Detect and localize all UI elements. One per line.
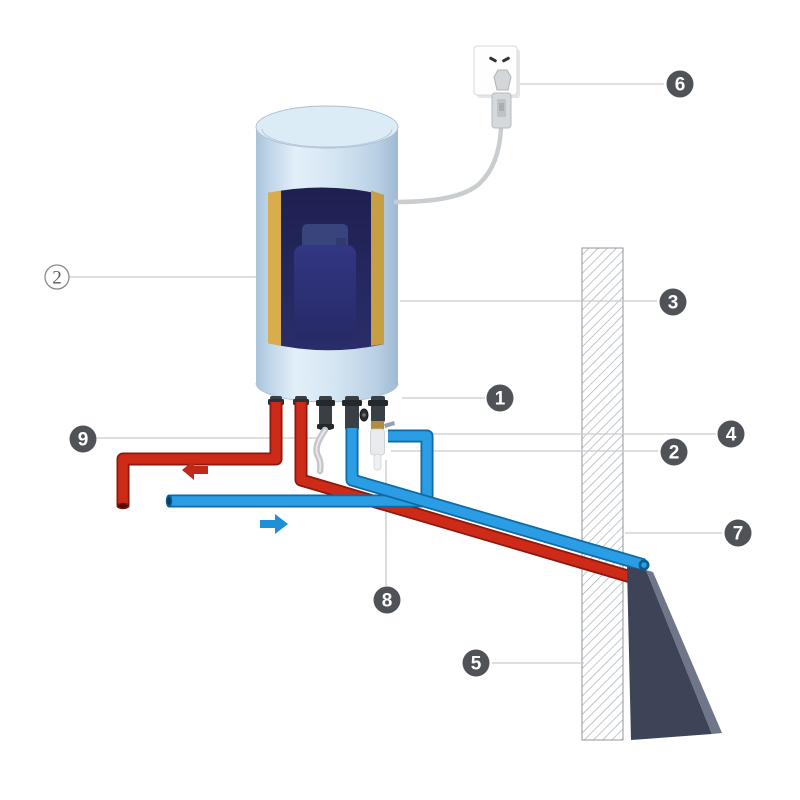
relief-lever	[384, 421, 395, 428]
callout-6-label: 6	[675, 75, 686, 96]
callout-3: 3	[659, 288, 687, 316]
callout-2-left-label: 2	[52, 268, 62, 289]
outlet-slot-left	[489, 56, 497, 63]
top-cap-seam	[261, 128, 393, 148]
inner-tank	[294, 245, 356, 339]
callouts: 2 1 2 3 4 5 6 7	[44, 70, 752, 677]
power-cord	[393, 125, 504, 205]
callout-2-right-label: 2	[669, 443, 680, 464]
inner-tank-nub	[336, 238, 346, 246]
drain-valve	[313, 396, 335, 475]
insulation-right	[371, 190, 384, 346]
plug-detail-inner	[499, 103, 504, 111]
cold-inlet-valve	[342, 396, 369, 430]
callout-4: 4	[717, 420, 745, 448]
wall	[581, 247, 624, 741]
callout-7: 7	[724, 519, 752, 547]
outlet-slot-right	[502, 56, 510, 63]
callout-5-label: 5	[471, 654, 482, 675]
insulation-left	[268, 190, 281, 346]
wedge-front-face	[627, 567, 712, 740]
callout-4-label: 4	[726, 425, 737, 446]
callout-2-left: 2	[44, 264, 70, 290]
brass-fitting	[371, 421, 384, 429]
plug-knob	[493, 69, 512, 91]
water-heater	[255, 105, 399, 403]
power-outlet	[473, 45, 520, 129]
support-wedge	[627, 567, 722, 740]
callout-8: 8	[373, 586, 401, 614]
hot-pipe-to-wall	[296, 402, 633, 582]
cold-flow-arrow-right	[260, 514, 288, 534]
callout-9: 9	[69, 425, 97, 453]
callout-5: 5	[462, 649, 490, 677]
cold-pipe-to-wall	[347, 428, 646, 570]
outlet-plate	[473, 45, 518, 96]
cold-supply-pipe	[170, 431, 432, 506]
callout-3-label: 3	[668, 293, 679, 314]
safety-relief-valve	[368, 396, 395, 471]
drain-spout-highlight	[315, 429, 326, 472]
heater-top-cap	[255, 105, 399, 149]
callout-7-label: 7	[733, 524, 744, 545]
callout-9-label: 9	[78, 430, 89, 451]
cutaway-section	[268, 187, 384, 351]
hot-water-pipes	[116, 402, 633, 584]
hot-pipe-left	[118, 402, 281, 505]
callout-6: 6	[666, 70, 694, 98]
cold-water-pipes	[165, 428, 646, 572]
callout-1-label: 1	[495, 389, 506, 410]
wedge-side-face	[646, 570, 722, 734]
callout-8-label: 8	[382, 591, 393, 612]
callout-1: 1	[486, 384, 514, 412]
wall-hatch	[581, 247, 624, 741]
callout-2-right: 2	[660, 438, 688, 466]
valve-drain-tube	[373, 453, 382, 471]
hot-flow-arrow-left	[182, 460, 208, 480]
valve-body-white	[370, 428, 385, 456]
